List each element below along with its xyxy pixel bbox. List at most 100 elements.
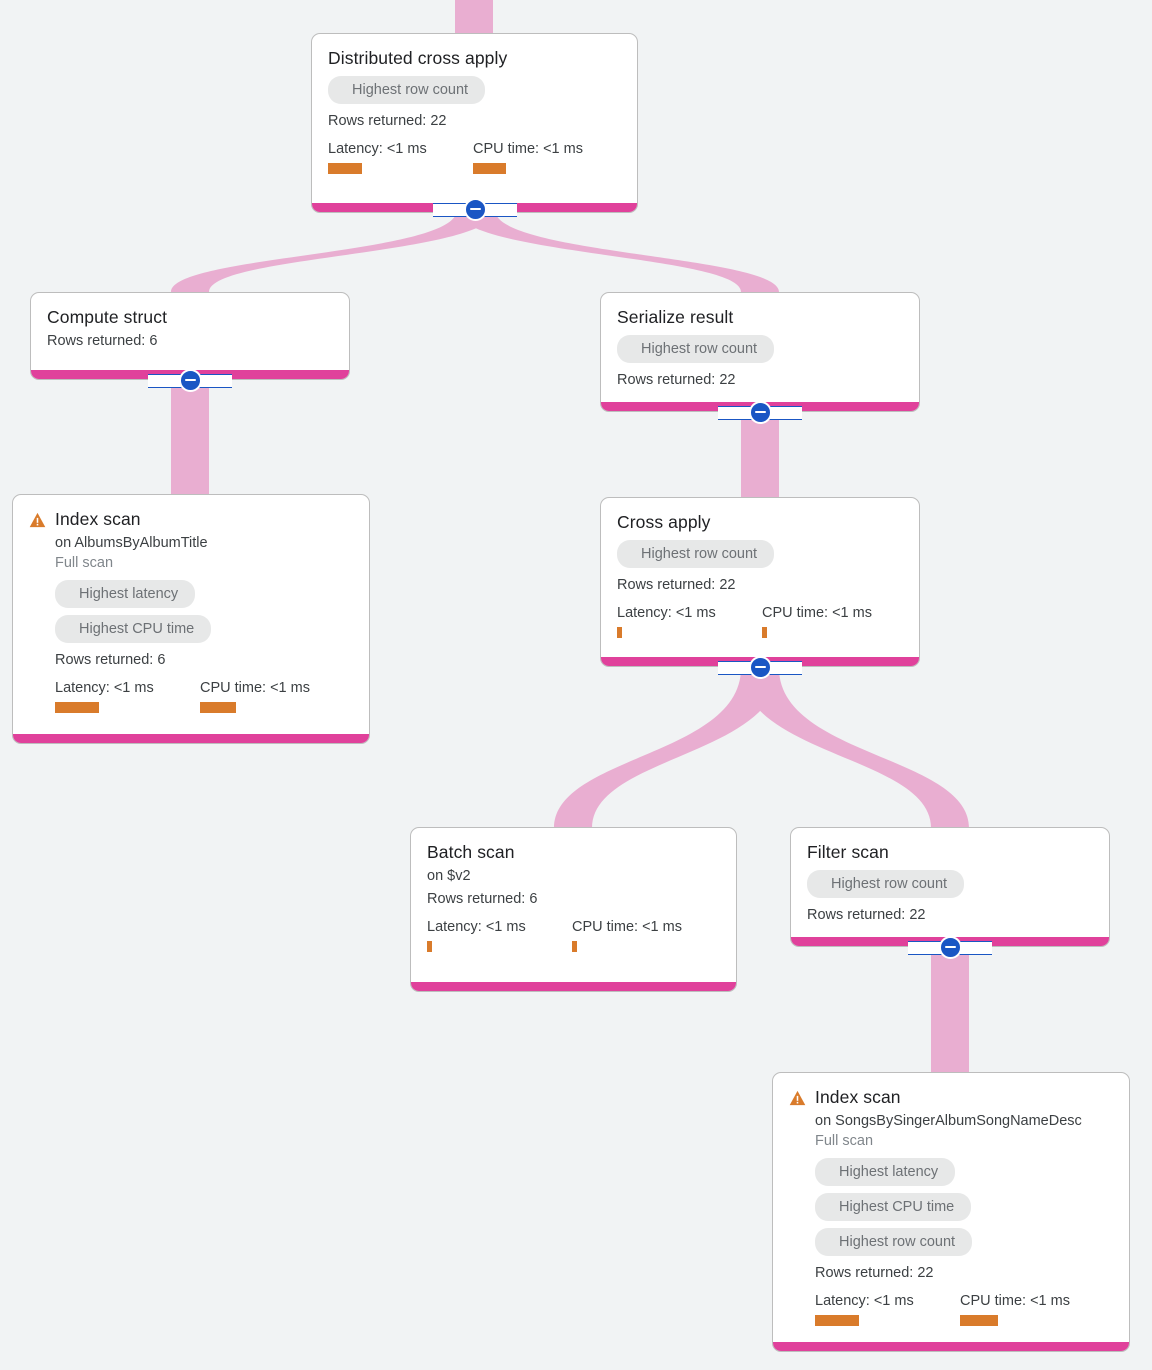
- node-title: Compute struct: [47, 307, 168, 327]
- node-batch-scan[interactable]: Batch scan on $v2 Rows returned: 6 Laten…: [410, 827, 737, 992]
- chip-highest-latency: Highest latency: [55, 580, 196, 608]
- cpu-label: CPU time: <1 ms: [572, 919, 682, 935]
- metrics-row: Latency: <1 ms CPU time: <1 ms: [815, 1292, 1113, 1326]
- rows-returned: Rows returned: 22: [807, 907, 926, 923]
- edge-serialize-result-cross-apply: [741, 412, 779, 498]
- chip-highest-row-count: Highest row count: [617, 540, 775, 568]
- node-serialize-result[interactable]: Serialize result Highest row count Rows …: [600, 292, 920, 412]
- chip-highest-cpu-time: Highest CPU time: [55, 615, 212, 643]
- collapse-minus-icon[interactable]: [178, 368, 202, 392]
- latency-metric: Latency: <1 ms: [328, 140, 473, 174]
- node-compute-struct[interactable]: Compute struct Rows returned: 6: [30, 292, 350, 380]
- cpu-metric: CPU time: <1 ms: [762, 604, 872, 638]
- node-body: Highest row count Rows returned: 22 Late…: [617, 533, 903, 638]
- source-name: on $v2: [427, 868, 471, 884]
- latency-bar: [815, 1315, 859, 1326]
- edge-filter-scan-index-scan: [931, 946, 969, 1076]
- node-index-scan-songs[interactable]: Index scan on SongsBySingerAlbumSongName…: [772, 1072, 1130, 1352]
- rows-returned: Rows returned: 6: [47, 333, 158, 349]
- warning-icon: [29, 512, 46, 528]
- metrics-row: Latency: <1 ms CPU time: <1 ms: [55, 679, 353, 713]
- node-header: Index scan: [789, 1086, 1113, 1108]
- cpu-metric: CPU time: <1 ms: [473, 140, 583, 174]
- chip-list: Highest latency Highest CPU time Highest…: [815, 1151, 1113, 1256]
- node-filter-scan[interactable]: Filter scan Highest row count Rows retur…: [790, 827, 1110, 947]
- cpu-metric: CPU time: <1 ms: [960, 1292, 1070, 1326]
- edge-cross-apply-batch-scan: [554, 668, 779, 828]
- rows-returned: Rows returned: 22: [617, 372, 736, 388]
- node-index-scan-albums[interactable]: Index scan on AlbumsByAlbumTitle Full sc…: [12, 494, 370, 744]
- scan-note: Full scan: [55, 555, 114, 571]
- toggle-rail-left: [433, 203, 467, 217]
- collapse-minus-icon[interactable]: [748, 655, 772, 679]
- latency-bar: [427, 941, 432, 952]
- toggle-rail-right: [768, 406, 802, 420]
- metrics-row: Latency: <1 ms CPU time: <1 ms: [328, 140, 621, 174]
- latency-label: Latency: <1 ms: [55, 680, 154, 696]
- node-footer: [13, 734, 369, 743]
- edge-inlet-root: [455, 0, 493, 36]
- rows-returned: Rows returned: 6: [427, 891, 538, 907]
- toggle-rail-right: [483, 203, 517, 217]
- latency-metric: Latency: <1 ms: [815, 1292, 960, 1326]
- node-body: on AlbumsByAlbumTitle Full scan Highest …: [29, 533, 353, 713]
- node-title: Batch scan: [427, 842, 515, 862]
- collapse-toggle-cross-apply[interactable]: [713, 655, 807, 679]
- node-body: Highest row count Rows returned: 22 Late…: [328, 69, 621, 174]
- collapse-minus-icon[interactable]: [938, 935, 962, 959]
- warning-icon: [789, 1090, 806, 1106]
- node-header: Serialize result: [617, 306, 903, 328]
- node-title: Distributed cross apply: [328, 48, 508, 68]
- node-header: Compute struct: [47, 306, 333, 328]
- cpu-metric: CPU time: <1 ms: [200, 679, 310, 713]
- cpu-label: CPU time: <1 ms: [960, 1293, 1070, 1309]
- node-header: Distributed cross apply: [328, 47, 621, 69]
- metrics-row: Latency: <1 ms CPU time: <1 ms: [427, 918, 720, 952]
- latency-metric: Latency: <1 ms: [617, 604, 762, 638]
- node-header: Batch scan: [427, 841, 720, 863]
- node-title: Serialize result: [617, 307, 734, 327]
- latency-metric: Latency: <1 ms: [55, 679, 200, 713]
- toggle-rail-left: [718, 406, 752, 420]
- metrics-row: Latency: <1 ms CPU time: <1 ms: [617, 604, 903, 638]
- collapse-toggle-serialize-result[interactable]: [713, 400, 807, 424]
- collapse-toggle-filter-scan[interactable]: [903, 935, 997, 959]
- node-distributed-cross-apply[interactable]: Distributed cross apply Highest row coun…: [311, 33, 638, 213]
- edge-compute-struct-index-scan: [171, 380, 209, 498]
- node-body: Highest row count Rows returned: 22: [807, 863, 1093, 925]
- latency-bar: [617, 627, 622, 638]
- node-title: Cross apply: [617, 512, 711, 532]
- node-cross-apply[interactable]: Cross apply Highest row count Rows retur…: [600, 497, 920, 667]
- node-title: Filter scan: [807, 842, 889, 862]
- latency-bar: [328, 163, 362, 174]
- node-title: Index scan: [55, 509, 141, 529]
- node-header: Cross apply: [617, 511, 903, 533]
- cpu-label: CPU time: <1 ms: [200, 680, 310, 696]
- node-body: Rows returned: 6: [47, 331, 333, 351]
- index-name: on SongsBySingerAlbumSongNameDesc: [815, 1113, 1082, 1129]
- node-footer: [411, 982, 736, 991]
- chip-highest-cpu-time: Highest CPU time: [815, 1193, 972, 1221]
- cpu-bar: [960, 1315, 998, 1326]
- chip-list: Highest latency Highest CPU time: [55, 573, 353, 643]
- rows-returned: Rows returned: 6: [55, 652, 166, 668]
- latency-label: Latency: <1 ms: [617, 605, 716, 621]
- cpu-label: CPU time: <1 ms: [473, 141, 583, 157]
- node-header: Filter scan: [807, 841, 1093, 863]
- index-name: on AlbumsByAlbumTitle: [55, 535, 208, 551]
- edge-cross-apply-filter-scan: [741, 668, 969, 828]
- edge-root-serialize-result: [457, 210, 779, 292]
- chip-highest-row-count: Highest row count: [328, 76, 486, 104]
- collapse-minus-icon[interactable]: [463, 197, 487, 221]
- cpu-bar: [200, 702, 236, 713]
- rows-returned: Rows returned: 22: [815, 1265, 934, 1281]
- collapse-toggle-compute-struct[interactable]: [143, 368, 237, 392]
- collapse-minus-icon[interactable]: [748, 400, 772, 424]
- node-footer: [773, 1342, 1129, 1351]
- rows-returned: Rows returned: 22: [328, 113, 447, 129]
- cpu-bar: [762, 627, 767, 638]
- chip-highest-row-count: Highest row count: [815, 1228, 973, 1256]
- toggle-rail-right: [198, 374, 232, 388]
- collapse-toggle-distributed-cross-apply[interactable]: [428, 197, 522, 221]
